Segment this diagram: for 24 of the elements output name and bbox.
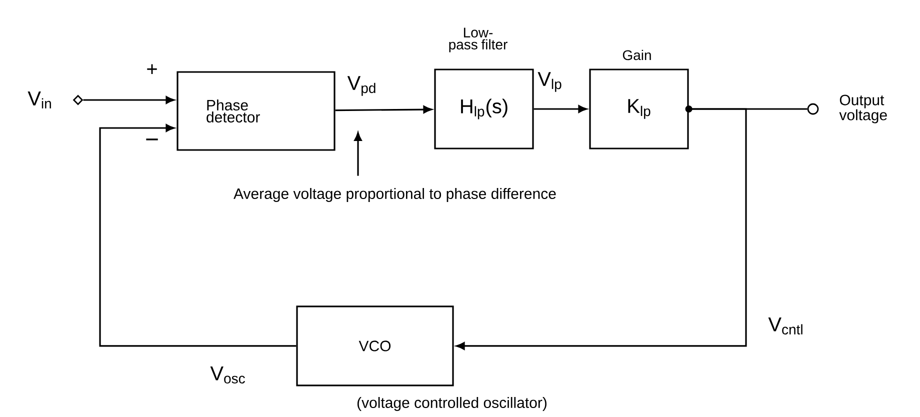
block-caption: V$_{in}$	[28, 92, 51, 108]
block-box: H$_{lp}$(s)	[434, 68, 534, 150]
block-box: K$_{lp}$	[589, 68, 689, 150]
signal-label: V$_{pd}$	[347, 76, 376, 96]
connector-arrow	[534, 105, 587, 113]
block-box: Phase detector	[176, 71, 336, 151]
connector-arrow	[456, 108, 747, 350]
block-box: VCO	[296, 306, 454, 386]
block-caption: Gain	[622, 50, 651, 60]
sign-label: −	[146, 138, 158, 140]
signal-label: V$_{osc}$	[210, 366, 245, 384]
connector-arrow	[335, 106, 432, 114]
terminal-circle	[807, 103, 819, 115]
block-caption: Output voltage	[839, 94, 887, 124]
leader-arrow	[354, 132, 362, 176]
annotation-text: Average voltage proportional to phase difference	[234, 188, 556, 202]
block-caption: (voltage controlled oscillator)	[357, 397, 546, 411]
sign-label: +	[147, 64, 157, 74]
signal-label: V$_{lp}$	[538, 72, 562, 92]
connector-arrow	[685, 106, 808, 112]
signal-label: V$_{cntl}$	[768, 318, 802, 334]
connector-arrow	[83, 96, 174, 104]
connector-arrow	[99, 124, 296, 347]
block-caption: Low-pass filter	[449, 28, 508, 52]
